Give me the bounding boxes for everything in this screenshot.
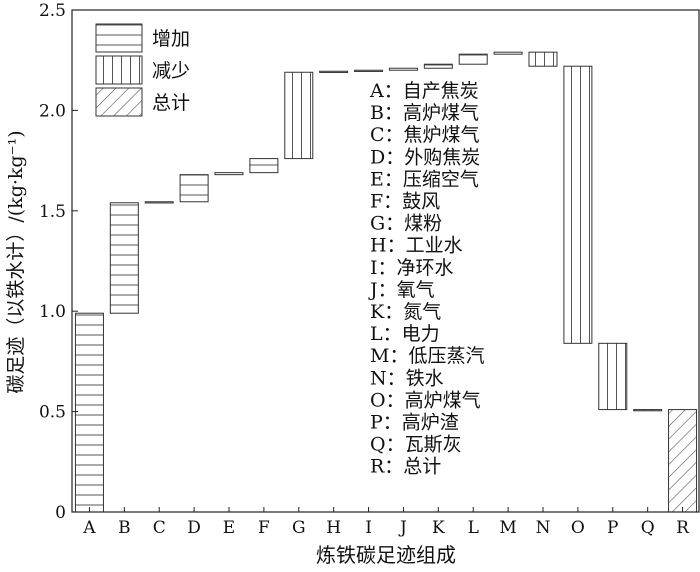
plot-area [74,51,698,513]
bar-D [179,174,209,203]
y-tick-label: 1.5 [39,202,66,222]
y-tick-label: 0 [55,503,66,523]
category-key-line: Q：瓦斯灰 [370,434,462,456]
x-tick-label: H [326,518,341,538]
x-tick-label: R [676,518,690,538]
legend-swatch [95,23,143,53]
bar-G [284,71,314,160]
bar-R [668,409,698,513]
x-tick-label: M [499,518,516,538]
legend-label: 增加 [152,28,190,50]
x-tick-label: B [118,518,131,538]
x-tick-label: G [292,518,306,538]
x-tick-label: P [607,518,618,538]
category-key-line: O：高炉煤气 [370,389,481,411]
y-axis-label: 碳足迹（以铁水计）/(kg·kg⁻¹) [5,130,27,393]
bar-Q [633,409,663,412]
category-key-line: N：铁水 [370,367,444,389]
legend-label: 总计 [152,92,190,114]
bar-I [354,69,384,72]
legend-swatch [95,55,143,85]
category-key-line: P：高炉渣 [370,412,459,434]
x-tick-label: E [223,518,235,538]
bar-P [598,342,628,411]
category-key-annotation: A：自产焦炭B：高炉煤气C：焦炉煤气D：外购焦炭E：压缩空气F：鼓风G：煤粉H：… [368,80,484,478]
category-key-line: G：煤粉 [370,213,442,235]
y-tick-label: 1.0 [39,302,66,322]
category-key-line: D：外购焦炭 [370,146,480,168]
x-tick-label: K [432,518,445,538]
category-key-line: L：电力 [370,323,440,345]
x-axis-label: 炼铁碳足迹组成 [316,543,456,567]
x-tick-label: O [571,518,585,538]
bar-C [144,201,174,204]
y-tick-label: 0.5 [39,403,66,423]
bar-E [214,172,244,176]
bar-O [563,65,593,344]
legend-label: 减少 [152,60,190,82]
plot-frame [71,9,700,513]
category-key-line: I：净环水 [370,257,454,279]
x-tick-label: F [258,518,270,538]
x-tick-label: L [468,518,479,538]
bar-L [458,53,488,65]
category-key-line: A：自产焦炭 [369,80,479,102]
bar-B [109,202,139,314]
x-tick-label: D [187,518,201,538]
category-key-line: C：焦炉煤气 [370,124,480,146]
bar-J [388,67,418,71]
x-tick-label: A [82,518,96,538]
legend-swatch [95,87,143,117]
x-tick-label: C [153,518,166,538]
bar-F [249,158,279,174]
x-tick-label: I [365,518,372,538]
x-tick-label: N [536,518,551,538]
category-key-line: K：氮气 [370,301,441,323]
category-key-line: F：鼓风 [370,191,440,213]
category-key-line: B：高炉煤气 [370,102,479,124]
category-key-line: J：氧气 [368,279,435,301]
bar-H [319,70,349,73]
bar-K [423,63,453,69]
category-key-line: M：低压蒸汽 [370,345,484,367]
x-tick-label: J [398,518,407,538]
y-tick-label: 2.5 [39,1,66,21]
y-tick-label: 2.0 [39,101,66,121]
bar-M [493,51,523,55]
category-key-line: E：压缩空气 [370,168,479,190]
bar-N [528,51,558,67]
x-tick-label: Q [641,518,655,538]
bar-A [74,312,104,513]
category-key-line: R：总计 [370,456,441,478]
category-key-line: H：工业水 [370,235,463,257]
